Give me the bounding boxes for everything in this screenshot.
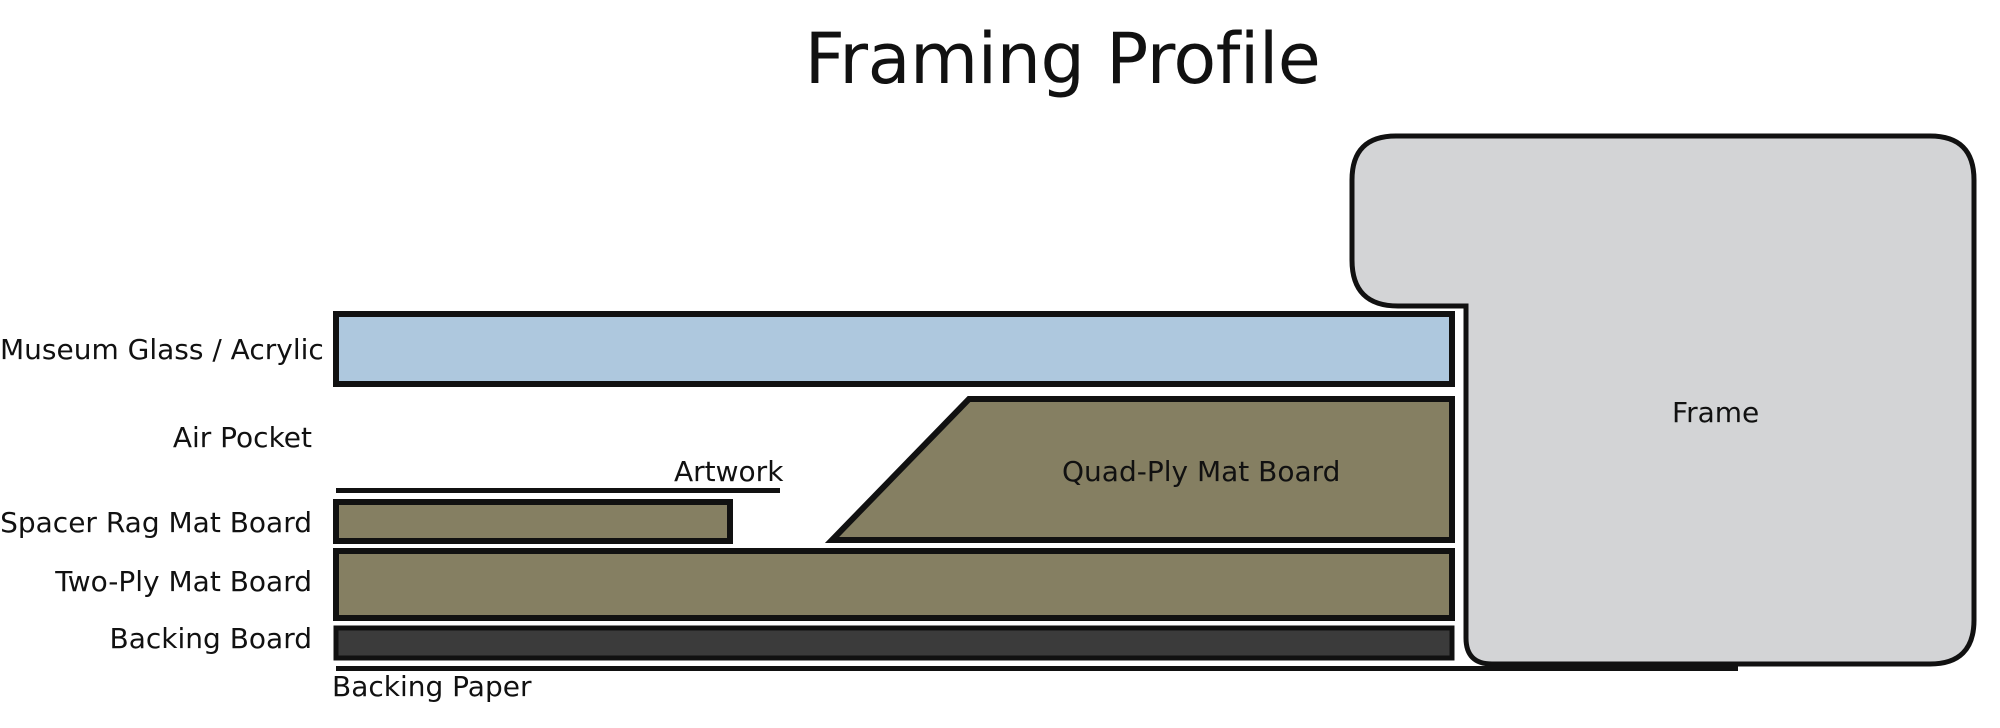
label-artwork: Artwork — [674, 455, 784, 488]
label-quad-ply-mat-board: Quad-Ply Mat Board — [1062, 455, 1341, 488]
quad-ply-mat-board-layer — [824, 396, 1455, 543]
label-frame: Frame — [1672, 396, 1760, 429]
label-two-ply-mat-board: Two-Ply Mat Board — [55, 565, 312, 598]
backing-board-layer — [333, 625, 1455, 661]
frame-shape — [1349, 133, 1977, 667]
backing-paper-layer — [336, 666, 1738, 671]
diagram-title: Framing Profile — [804, 18, 1321, 100]
label-backing-paper: Backing Paper — [332, 670, 532, 703]
label-spacer-rag-mat-board: Spacer Rag Mat Board — [0, 506, 312, 539]
artwork-layer — [336, 488, 780, 493]
label-museum-glass: Museum Glass / Acrylic — [0, 333, 324, 366]
two-ply-mat-board-layer — [333, 548, 1455, 621]
spacer-rag-mat-board-layer — [333, 499, 733, 544]
label-backing-board: Backing Board — [109, 622, 312, 655]
label-air-pocket: Air Pocket — [172, 421, 312, 454]
museum-glass-layer — [333, 311, 1455, 387]
